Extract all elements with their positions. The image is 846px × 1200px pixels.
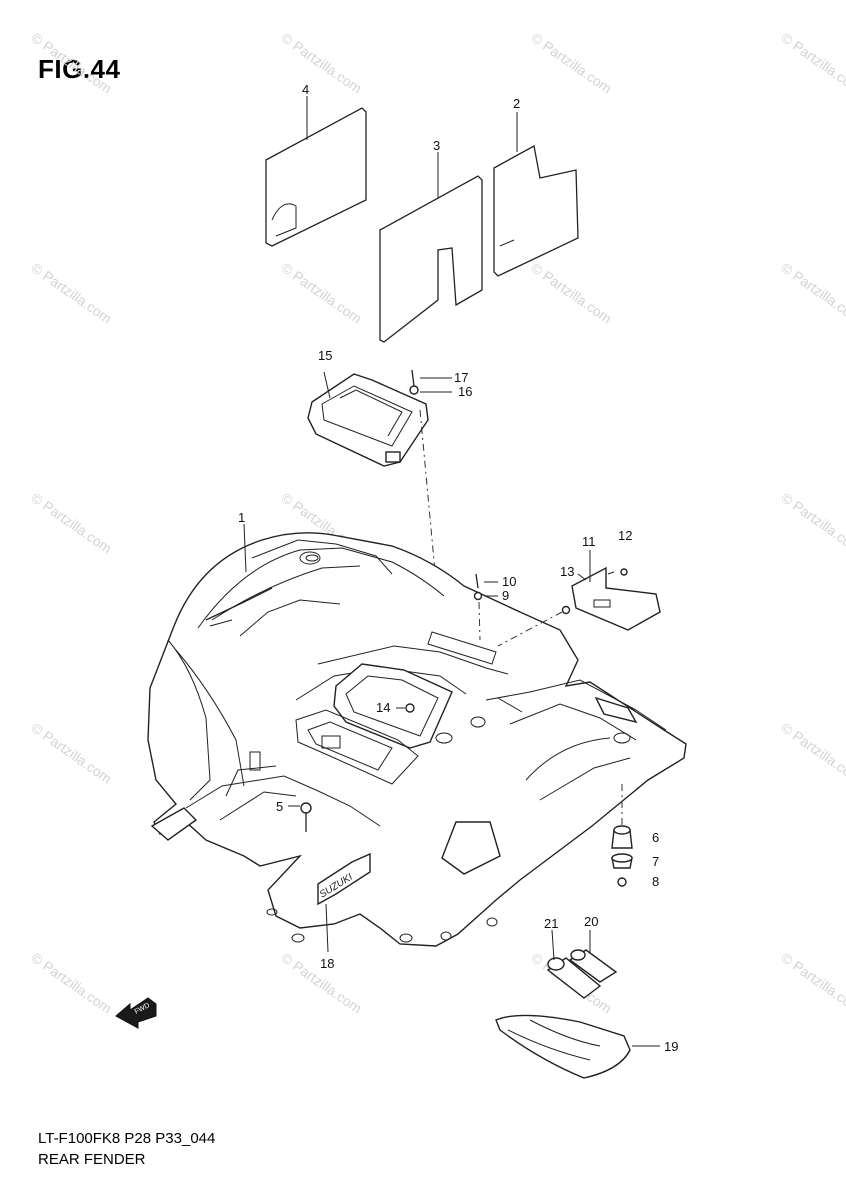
watermark: © Partzilla.com — [278, 29, 364, 96]
callout-17: 17 — [454, 370, 468, 385]
part-15-tray — [307, 371, 429, 467]
callout-labels: 1 2 3 4 5 6 7 8 9 10 11 12 13 14 15 16 1… — [238, 82, 678, 1054]
part-20-21-cylinders — [546, 929, 618, 999]
part-16-17-screw — [409, 369, 452, 691]
callout-7: 7 — [652, 854, 659, 869]
callout-5: 5 — [276, 799, 283, 814]
callout-6: 6 — [652, 830, 659, 845]
callout-9: 9 — [502, 588, 509, 603]
part-6-7-8-fasteners — [611, 784, 633, 887]
watermark: © Partzilla.com — [528, 29, 614, 96]
part-5-bolt — [288, 802, 312, 832]
callout-1: 1 — [238, 510, 245, 525]
part-9-10-screw — [473, 573, 498, 641]
callout-15: 15 — [318, 348, 332, 363]
callout-2: 2 — [513, 96, 520, 111]
watermark: © Partzilla.com — [778, 949, 846, 1016]
forward-direction-arrow: FWD — [115, 997, 157, 1029]
part-14-clip — [396, 703, 415, 713]
watermark: © Partzilla.com — [778, 29, 846, 96]
callout-12: 12 — [618, 528, 632, 543]
callout-18: 18 — [320, 956, 334, 971]
part-1-rear-fender — [147, 532, 687, 947]
watermark: © Partzilla.com — [28, 29, 114, 96]
figure-title: FIG.44 — [38, 54, 121, 84]
watermark: © Partzilla.com — [778, 489, 846, 556]
callout-8: 8 — [652, 874, 659, 889]
model-code: LT-F100FK8 P28 P33_044 — [38, 1130, 216, 1147]
watermark: © Partzilla.com — [28, 719, 114, 786]
callout-13: 13 — [560, 564, 574, 579]
callout-11: 11 — [582, 534, 596, 549]
callout-leaders — [243, 523, 247, 573]
callout-20: 20 — [584, 914, 598, 929]
callout-10: 10 — [502, 574, 516, 589]
part-2-decal — [493, 112, 579, 277]
callout-21: 21 — [544, 916, 558, 931]
callout-4: 4 — [302, 82, 309, 97]
part-19-cushion — [495, 1014, 660, 1079]
watermark: © Partzilla.com — [528, 259, 614, 326]
part-4-decal — [265, 96, 367, 247]
watermark: © Partzilla.com — [28, 949, 114, 1016]
callout-19: 19 — [664, 1039, 678, 1054]
callout-3: 3 — [433, 138, 440, 153]
part-3-decal — [379, 152, 483, 343]
part-11-bracket — [497, 550, 661, 647]
watermark: © Partzilla.com — [28, 259, 114, 326]
watermark: © Partzilla.com — [778, 719, 846, 786]
watermark: © Partzilla.com — [278, 259, 364, 326]
section-name: REAR FENDER — [38, 1151, 146, 1168]
callout-14: 14 — [376, 700, 390, 715]
watermark: © Partzilla.com — [28, 489, 114, 556]
watermark: © Partzilla.com — [778, 259, 846, 326]
callout-16: 16 — [458, 384, 472, 399]
